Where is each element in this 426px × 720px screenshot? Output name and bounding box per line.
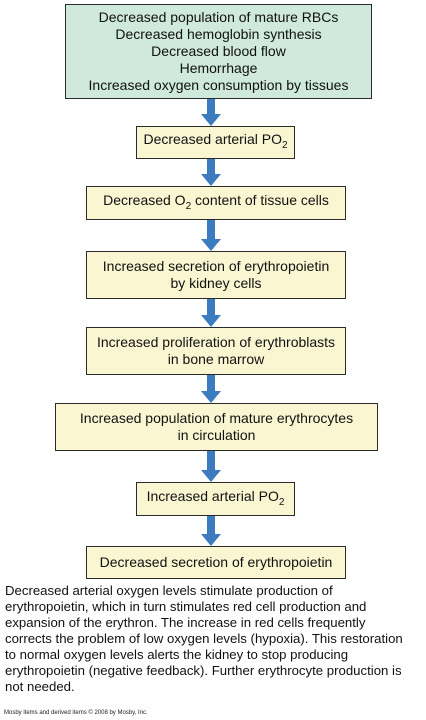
step-label-line1: Increased population of mature erythrocy… [79, 410, 354, 426]
caption-line: erythropoietin (negative feedback). Furt… [5, 663, 402, 678]
step-box-erythroblast-proliferation: Increased proliferation of erythroblasts… [86, 327, 346, 375]
down-arrow-icon [201, 159, 221, 186]
step-label-line1: Increased proliferation of erythroblasts [96, 334, 336, 350]
step-label-line2: by kidney cells [170, 275, 262, 291]
down-arrow-icon [201, 375, 221, 403]
step-label: Decreased arterial PO2 [143, 131, 288, 151]
step-label: Increased arterial PO2 [146, 487, 285, 508]
causes-box: Decreased population of mature RBCs Decr… [65, 4, 372, 99]
down-arrow-icon [201, 451, 221, 482]
down-arrow-icon [201, 99, 221, 126]
copyright-footer: Mosby items and derived items © 2008 by … [4, 710, 148, 716]
down-arrow-icon [201, 299, 221, 327]
caption-line: to normal oxygen levels alerts the kidne… [5, 647, 349, 662]
step-label: Decreased O2 content of tissue cells [103, 191, 329, 212]
step-label: Decreased secretion of erythropoietin [99, 554, 333, 570]
cause-line: Decreased blood flow [151, 43, 286, 59]
down-arrow-icon [201, 516, 221, 546]
caption-line: erythropoietin, which in turn stimulates… [5, 599, 367, 614]
step-label-line2: in circulation [177, 427, 256, 443]
step-box-epo-secretion-increased: Increased secretion of erythropoietin by… [86, 251, 346, 299]
cause-line: Increased oxygen consumption by tissues [88, 77, 349, 93]
caption-line: not needed. [5, 679, 75, 694]
step-box-arterial-po2-increased: Increased arterial PO2 [136, 482, 295, 516]
caption-line: corrects the problem of low oxygen level… [5, 631, 403, 646]
caption-line: expansion of the erythron. The increase … [5, 615, 366, 630]
figure-caption: Decreased arterial oxygen levels stimula… [5, 583, 425, 695]
step-label-line2: in bone marrow [167, 351, 265, 367]
cause-line: Decreased population of mature RBCs [98, 9, 339, 25]
step-box-epo-secretion-decreased: Decreased secretion of erythropoietin [86, 546, 346, 579]
cause-line: Decreased hemoglobin synthesis [115, 26, 322, 42]
caption-line: Decreased arterial oxygen levels stimula… [5, 583, 333, 598]
step-box-erythrocyte-population: Increased population of mature erythrocy… [55, 403, 378, 451]
down-arrow-icon [201, 220, 221, 251]
cause-line: Hemorrhage [179, 60, 258, 76]
step-box-arterial-po2-decreased: Decreased arterial PO2 [136, 126, 295, 159]
step-label-line1: Increased secretion of erythropoietin [102, 258, 330, 274]
step-box-o2-content: Decreased O2 content of tissue cells [86, 186, 346, 220]
